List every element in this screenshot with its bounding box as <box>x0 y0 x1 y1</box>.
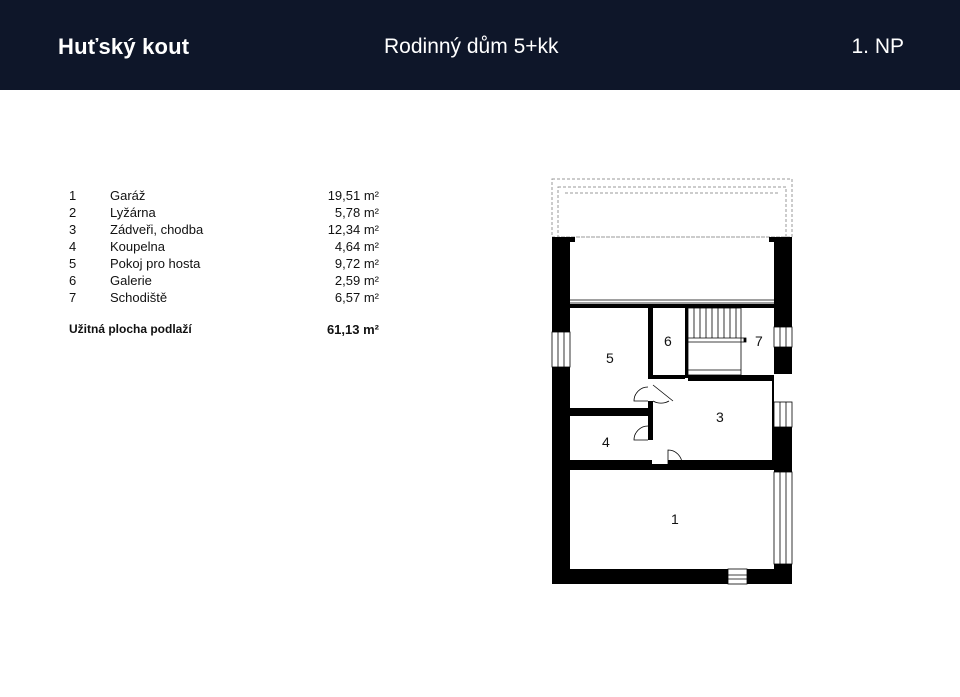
room-area: 9,72 m² <box>334 256 379 271</box>
room-area: 12,34 m² <box>327 222 379 237</box>
room-name: Zádveři, chodba <box>110 222 204 237</box>
room-row: 6 Galerie 2,59 m² <box>69 272 379 289</box>
plan-label-6: 6 <box>664 333 672 349</box>
room-number: 6 <box>69 273 77 288</box>
house-type-title: Rodinný dům 5+kk <box>384 35 559 58</box>
floor-label: 1. NP <box>851 35 904 58</box>
room-name: Lyžárna <box>110 205 156 220</box>
room-area: 5,78 m² <box>334 205 379 220</box>
room-area: 4,64 m² <box>334 239 379 254</box>
room-number: 1 <box>69 188 77 203</box>
room-area: 2,59 m² <box>334 273 379 288</box>
door-swings <box>633 384 683 465</box>
room-name: Koupelna <box>110 239 165 254</box>
floor-plan: 5 6 7 3 4 1 <box>551 178 793 585</box>
staircase <box>687 307 747 376</box>
windows <box>551 326 793 585</box>
room-row: 4 Koupelna 4,64 m² <box>69 238 379 255</box>
room-name: Schodiště <box>110 290 168 305</box>
plan-label-4: 4 <box>602 434 610 450</box>
room-number: 5 <box>69 256 77 271</box>
header-bar: Huťský kout Rodinný dům 5+kk 1. NP <box>0 0 960 90</box>
room-name: Garáž <box>110 188 146 203</box>
plan-label-7: 7 <box>755 333 763 349</box>
room-number: 3 <box>69 222 77 237</box>
room-number: 7 <box>69 290 77 305</box>
total-area-value: 61,13 m² <box>326 322 379 337</box>
plan-label-1: 1 <box>671 511 679 527</box>
gallery-railing <box>570 299 774 304</box>
room-list: 1 Garáž 19,51 m² 2 Lyžárna 5,78 m² 3 Zád… <box>69 187 379 338</box>
plan-label-3: 3 <box>716 409 724 425</box>
terrace-outline <box>551 178 793 238</box>
room-name: Pokoj pro hosta <box>110 256 201 271</box>
room-number: 2 <box>69 205 77 220</box>
plan-label-5: 5 <box>606 350 614 366</box>
room-row: 5 Pokoj pro hosta 9,72 m² <box>69 255 379 272</box>
room-row: 1 Garáž 19,51 m² <box>69 187 379 204</box>
room-area: 6,57 m² <box>334 290 379 305</box>
room-row: 3 Zádveři, chodba 12,34 m² <box>69 221 379 238</box>
room-number: 4 <box>69 239 77 254</box>
total-area-row: Užitná plocha podlaží 61,13 m² <box>69 321 379 338</box>
room-row: 7 Schodiště 6,57 m² <box>69 289 379 306</box>
total-area-label: Užitná plocha podlaží <box>69 322 192 336</box>
brand-logo: Huťský kout <box>58 34 190 59</box>
room-row: 2 Lyžárna 5,78 m² <box>69 204 379 221</box>
room-area: 19,51 m² <box>327 188 379 203</box>
room-name: Galerie <box>110 273 152 288</box>
interior-walls <box>570 304 774 470</box>
exterior-walls <box>552 237 792 584</box>
